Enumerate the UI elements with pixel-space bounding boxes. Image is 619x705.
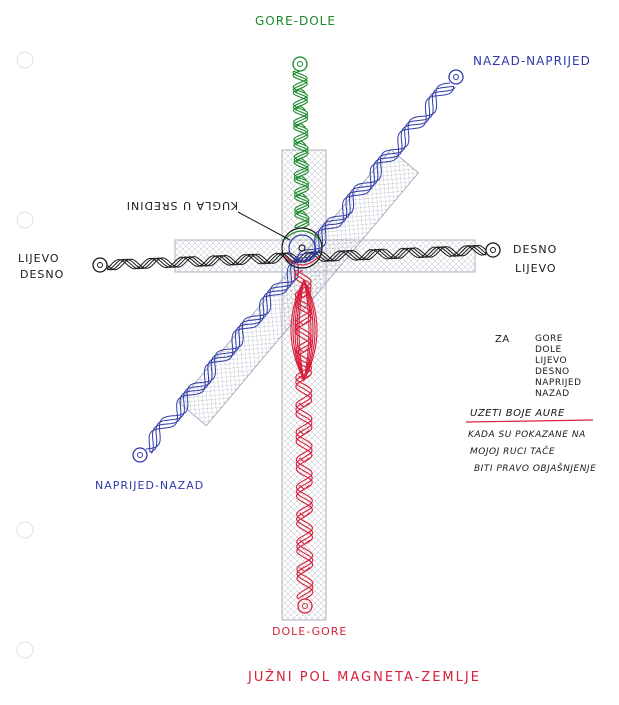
binder-hole: [16, 641, 34, 659]
label-left: LIJEVO: [18, 252, 60, 265]
binder-hole: [16, 521, 34, 539]
label-left-secondary: DESNO: [20, 268, 65, 281]
direction-arrow: [299, 512, 310, 518]
legend-item: DESNO: [535, 367, 570, 377]
axis-end-knob: [297, 598, 313, 614]
axis-end-knob: [292, 56, 308, 72]
label-up-down: GORE-DOLE: [255, 14, 336, 28]
direction-arrow: [295, 105, 306, 111]
direction-arrow: [296, 192, 307, 198]
rope-strand: [150, 87, 456, 454]
axis-end-knob: [92, 257, 108, 273]
label-right-secondary: LIJEVO: [515, 262, 557, 275]
down-axis: [290, 269, 318, 600]
label-down-up: DOLE-GORE: [272, 625, 348, 638]
direction-arrow: [295, 122, 307, 128]
note-line: KADA SU POKAZANE NA: [468, 430, 586, 440]
direction-arrow: [299, 539, 311, 545]
center-sphere: [281, 227, 323, 269]
legend-item: DOLE: [535, 345, 562, 355]
legend-item: LIJEVO: [535, 356, 568, 366]
direction-arrow: [295, 174, 307, 181]
direction-arrow: [297, 320, 309, 326]
red-lens-loop: [290, 279, 318, 382]
label-center-sphere: KUGLA U SREDINI: [125, 199, 238, 212]
direction-arrow: [298, 484, 310, 491]
direction-arrow: [299, 567, 311, 573]
axis-end-knob: [132, 447, 148, 463]
direction-arrow: [296, 209, 308, 215]
direction-arrow: [295, 140, 307, 146]
legend-prefix: ZA: [495, 334, 510, 345]
direction-arrow: [298, 402, 310, 408]
axis-end-knob: [448, 69, 464, 85]
direction-arrow: [295, 157, 307, 163]
direction-arrow: [298, 430, 310, 436]
note-line: BITI PRAVO OBJAŠNJENJE: [474, 464, 597, 474]
legend-list: GORE DOLE LIJEVO DESNO NAPRIJED NAZAD: [535, 334, 582, 400]
direction-arrow: [298, 457, 310, 463]
footer-caption: JUŽNI POL MAGNETA-ZEMLJE: [248, 670, 481, 685]
binder-hole: [16, 211, 34, 229]
rope-strand: [292, 70, 310, 229]
rope-strand: [292, 70, 310, 229]
direction-arrow: [294, 87, 306, 93]
center-pointer-line: [237, 211, 291, 241]
up-axis: [292, 70, 310, 229]
legend-item: GORE: [535, 334, 563, 344]
rope-strand: [106, 245, 487, 270]
note-heading: UZETI BOJE AURE: [470, 408, 565, 419]
label-right: DESNO: [513, 243, 558, 256]
label-back-forward: NAZAD-NAPRIJED: [473, 54, 591, 68]
note-underline: [465, 419, 594, 423]
legend-item: NAZAD: [535, 389, 570, 399]
note-line: MOJOJ RUCI TAČE: [470, 447, 556, 457]
axis-end-knob: [485, 242, 501, 258]
rope-strand: [145, 82, 451, 450]
legend-item: NAPRIJED: [535, 378, 582, 388]
binder-hole: [16, 51, 34, 69]
label-forward-back: NAPRIJED-NAZAD: [95, 479, 205, 492]
